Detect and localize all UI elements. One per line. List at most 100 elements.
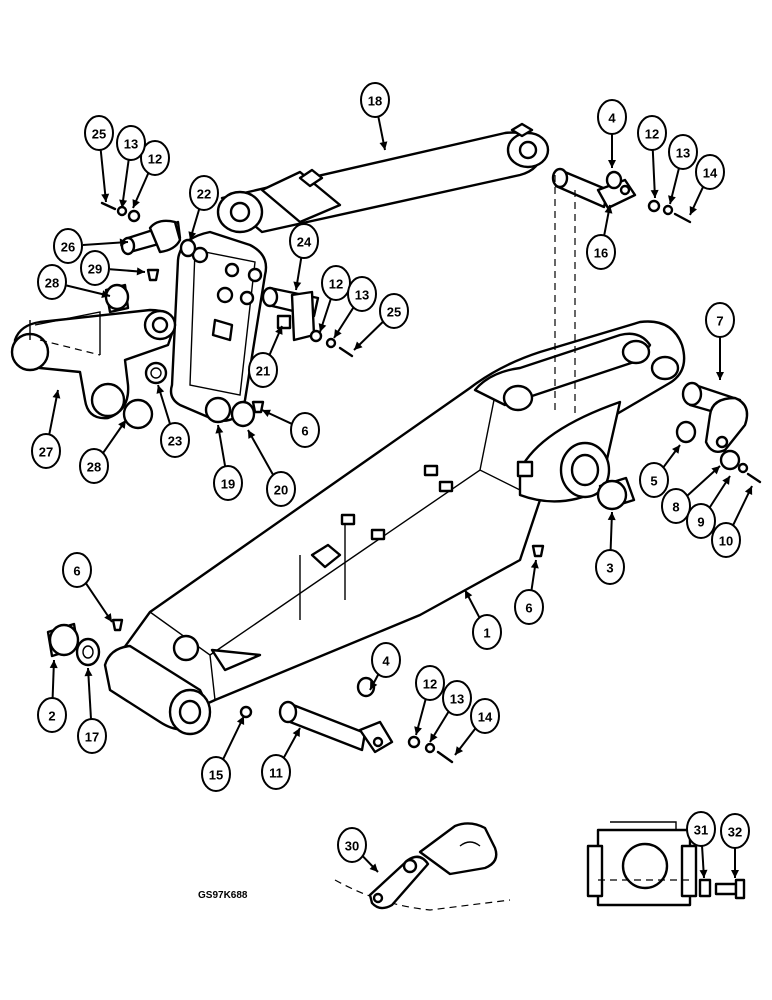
callout-c25b: 25 xyxy=(379,293,409,329)
callout-number: 19 xyxy=(221,477,235,492)
bushings xyxy=(46,170,697,698)
callout-number: 14 xyxy=(478,710,493,725)
callout-circle xyxy=(711,522,741,558)
callout-circle xyxy=(639,462,669,498)
pin-26 xyxy=(120,219,182,256)
callout-c14b: 14 xyxy=(470,698,500,734)
leader-arrowhead-c14b xyxy=(455,746,464,755)
leader-arrowhead-c16 xyxy=(604,205,613,214)
callout-c23: 23 xyxy=(160,422,190,458)
callout-circle xyxy=(189,175,219,211)
callout-number: 12 xyxy=(148,152,162,167)
callout-circle xyxy=(248,352,278,388)
callout-number: 13 xyxy=(450,692,464,707)
callout-number: 6 xyxy=(73,564,80,579)
callout-c30: 30 xyxy=(337,827,367,863)
leader-line-c17 xyxy=(87,667,93,722)
callout-number: 32 xyxy=(728,825,742,840)
callout-c17: 17 xyxy=(77,718,107,754)
callout-c6a: 6 xyxy=(62,552,92,588)
callout-number: 4 xyxy=(608,111,616,126)
callout-c1: 1 xyxy=(472,614,502,650)
callout-number: 17 xyxy=(85,730,99,745)
callout-circle xyxy=(53,228,83,264)
pin-7 xyxy=(681,381,749,453)
callout-c6b: 6 xyxy=(514,589,544,625)
leader-arrowhead-c6a xyxy=(104,613,112,622)
leader-arrowhead-c22 xyxy=(188,231,197,240)
callout-c28a: 28 xyxy=(37,264,67,300)
callout-number: 8 xyxy=(672,500,679,515)
callout-number: 5 xyxy=(650,474,657,489)
callout-circle xyxy=(116,125,146,161)
leader-line-c20 xyxy=(247,429,275,477)
callout-c27: 27 xyxy=(31,433,61,469)
leader-arrowhead-c12c xyxy=(650,189,659,198)
leader-arrowhead-c13c xyxy=(668,195,676,204)
callout-circle xyxy=(37,697,67,733)
callout-c24: 24 xyxy=(289,223,319,259)
leader-arrowhead-c13d xyxy=(430,733,438,742)
callout-c25a: 25 xyxy=(84,115,114,151)
leader-arrowhead-c12d xyxy=(414,726,422,735)
callout-circle xyxy=(84,115,114,151)
callout-number: 13 xyxy=(676,146,690,161)
callout-c11: 11 xyxy=(261,754,291,790)
callout-c28b: 28 xyxy=(79,448,109,484)
callout-circle xyxy=(371,642,401,678)
callout-circle xyxy=(597,99,627,135)
leader-arrowhead-c11 xyxy=(292,728,300,737)
callout-c26: 26 xyxy=(53,228,83,264)
leader-arrowhead-c20 xyxy=(248,430,256,439)
leader-arrowhead-c28b xyxy=(118,420,126,429)
callout-number: 30 xyxy=(345,839,359,854)
callout-circle xyxy=(470,698,500,734)
callout-number: 1 xyxy=(483,626,490,641)
callout-circle xyxy=(37,264,67,300)
callout-circle xyxy=(360,82,390,118)
callout-circle xyxy=(79,448,109,484)
pin-11 xyxy=(278,700,394,754)
callout-number: 18 xyxy=(368,94,382,109)
callout-number: 13 xyxy=(124,137,138,152)
callout-number: 11 xyxy=(269,766,283,781)
leader-arrowhead-c6b xyxy=(530,560,539,569)
callout-c20: 20 xyxy=(266,471,296,507)
leader-arrowhead-c13a xyxy=(119,199,128,208)
leader-arrowhead-c5 xyxy=(672,445,680,454)
callout-c7: 7 xyxy=(705,302,735,338)
callout-number: 12 xyxy=(423,677,437,692)
leader-arrowhead-c29 xyxy=(136,267,145,276)
callout-number: 9 xyxy=(697,515,704,530)
callout-circle xyxy=(347,276,377,312)
callout-circle xyxy=(720,813,750,849)
leader-arrowhead-c9 xyxy=(722,476,730,485)
callout-circle xyxy=(266,471,296,507)
leader-arrowhead-c26 xyxy=(119,238,128,247)
callout-labels: 1234456667891011121212121313131314141516… xyxy=(31,82,750,863)
leader-arrowhead-c12a xyxy=(132,199,140,208)
callout-circle xyxy=(290,412,320,448)
leader-arrowhead-c24 xyxy=(293,281,302,290)
callout-c12d: 12 xyxy=(415,665,445,701)
callout-number: 27 xyxy=(39,445,53,460)
callout-circle xyxy=(289,223,319,259)
callout-circle xyxy=(213,465,243,501)
leader-arrowhead-c14a xyxy=(689,206,698,215)
callout-c10: 10 xyxy=(711,522,741,558)
callout-c12a: 12 xyxy=(140,140,170,176)
leader-line-c25a xyxy=(99,147,107,203)
callout-number: 26 xyxy=(61,240,75,255)
leader-arrowhead-c21 xyxy=(275,326,283,335)
callout-number: 25 xyxy=(387,305,401,320)
callout-c22: 22 xyxy=(189,175,219,211)
callout-circle xyxy=(637,115,667,151)
leader-arrowhead-c18 xyxy=(379,141,388,150)
callout-number: 7 xyxy=(716,314,723,329)
leader-line-c12c xyxy=(651,147,656,199)
callout-number: 21 xyxy=(256,364,270,379)
callout-circle xyxy=(595,549,625,585)
callout-c13b: 13 xyxy=(347,276,377,312)
callout-c13c: 13 xyxy=(668,134,698,170)
